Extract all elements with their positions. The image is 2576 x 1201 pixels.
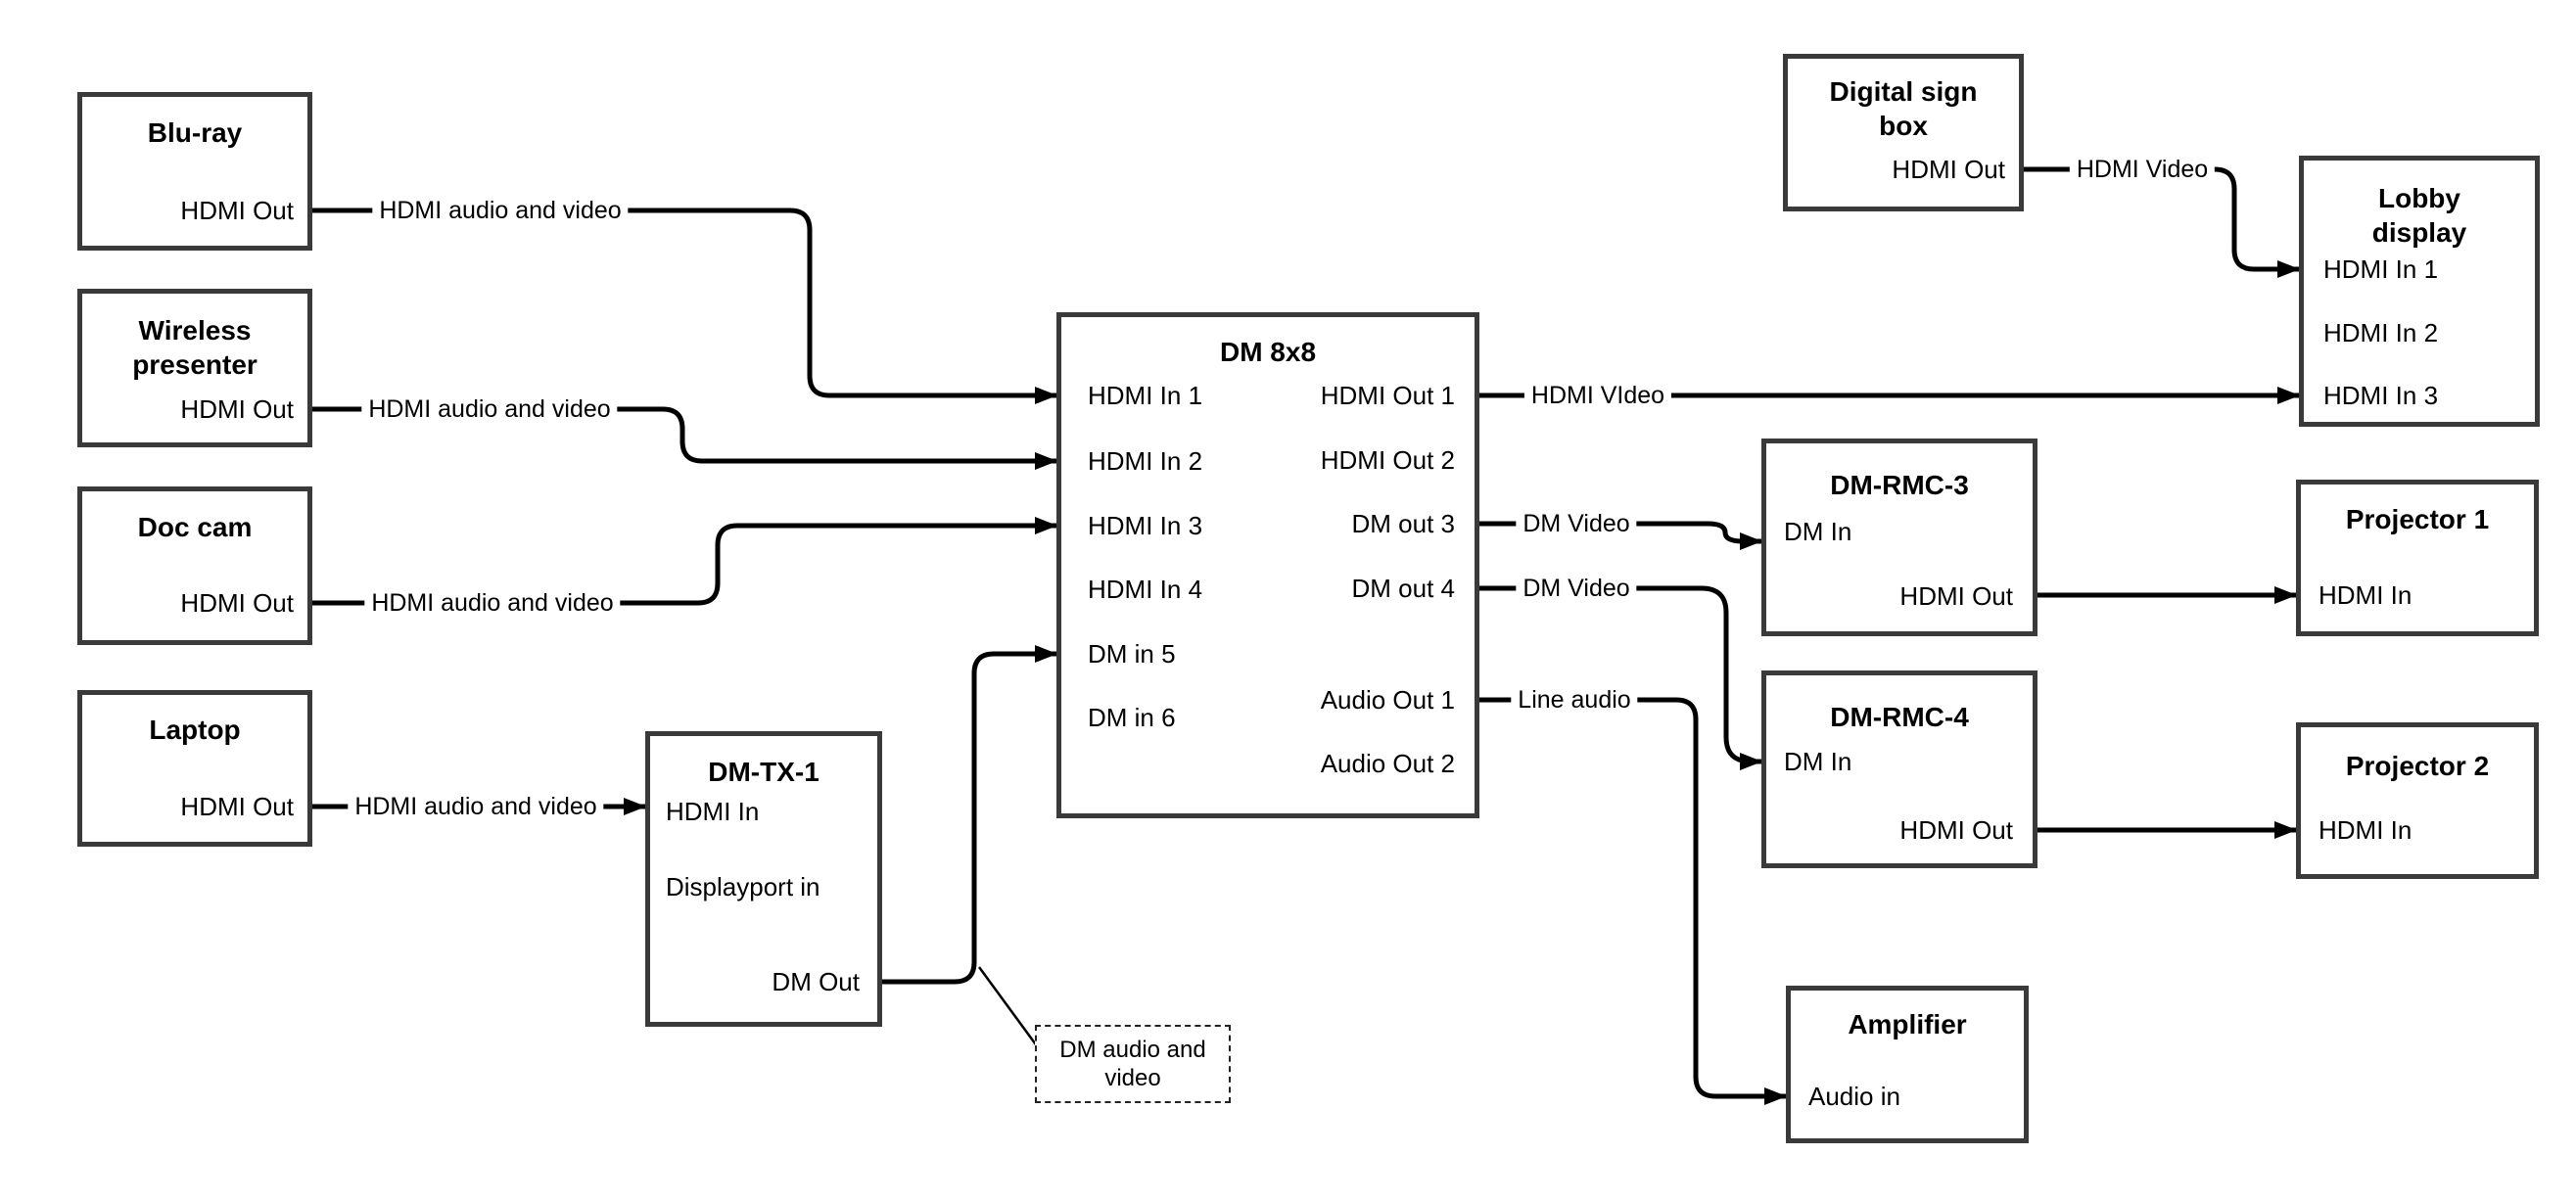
node-title-dm-rmc-4: DM-RMC-4	[1830, 702, 1969, 732]
port-dm-8x8-6: HDMI Out 1	[1320, 381, 1455, 410]
port-dm-8x8-4: DM in 5	[1088, 639, 1176, 669]
node-title-dm-8x8: DM 8x8	[1219, 337, 1317, 367]
connector-wireless-to-hdmi-in-2	[312, 406, 1057, 471]
callout-text: DM audio and video	[1059, 1037, 1206, 1091]
node-title-dm-rmc-3: DM-RMC-3	[1830, 470, 1969, 500]
label-hdmi-out-1-line: HDMI VIdeo	[1523, 381, 1672, 410]
label-wireless-line: HDMI audio and video	[361, 394, 618, 424]
port-digital-sign-box-0: HDMI Out	[1892, 155, 2005, 184]
port-wireless-presenter-0: HDMI Out	[180, 394, 294, 424]
port-dm-8x8-2: HDMI In 3	[1088, 511, 1203, 540]
label-doccam-line: HDMI audio and video	[364, 588, 621, 618]
connector-dm-out-4-to-rmc4	[1479, 585, 1762, 771]
label-digital-sign-line: HDMI Video	[2069, 155, 2216, 184]
port-projector-2-0: HDMI In	[2318, 815, 2412, 845]
port-dm-rmc-3-1: HDMI Out	[1899, 581, 2013, 611]
node-title-bluray: Blu-ray	[147, 117, 243, 148]
port-dm-tx-1-1: Displayport in	[666, 872, 820, 901]
port-dm-8x8-8: DM out 3	[1351, 509, 1456, 538]
node-title-wireless-presenter: Wireless presenter	[132, 315, 258, 380]
node-title-digital-sign-box: Digital sign box	[1829, 76, 1978, 141]
node-title-doc-cam: Doc cam	[137, 512, 253, 542]
node-title-projector-2: Projector 2	[2345, 751, 2490, 781]
port-dm-rmc-4-0: DM In	[1784, 747, 1852, 776]
label-audio-out-1-line: Line audio	[1511, 685, 1638, 715]
connector-callout-leader	[977, 966, 1040, 1048]
port-dm-8x8-1: HDMI In 2	[1088, 446, 1203, 476]
port-lobby-display-0: HDMI In 1	[2323, 254, 2439, 284]
callout-dm-audio-video: DM audio and video	[1035, 1025, 1231, 1103]
node-dm-rmc-3: DM-RMC-3 DM In HDMI Out	[1761, 439, 2037, 636]
connector-bluray-to-hdmi-in-1	[312, 208, 1057, 405]
port-dm-8x8-10: Audio Out 1	[1320, 685, 1455, 715]
node-title-lobby-display: Lobby display	[2371, 183, 2467, 248]
connector-audio-out-1-to-amp	[1479, 697, 1787, 1106]
connector-dmtx1-to-dm-in-5	[882, 645, 1057, 985]
port-projector-1-0: HDMI In	[2318, 580, 2412, 610]
port-dm-8x8-9: DM out 4	[1351, 574, 1456, 603]
label-bluray-line: HDMI audio and video	[372, 196, 629, 225]
port-dm-8x8-7: HDMI Out 2	[1320, 445, 1455, 475]
port-amplifier-0: Audio in	[1808, 1082, 1900, 1111]
node-dm-rmc-4: DM-RMC-4 DM In HDMI Out	[1761, 670, 2037, 868]
node-title-projector-1: Projector 1	[2345, 504, 2490, 534]
connector-doccam-to-hdmi-in-3	[312, 517, 1057, 606]
port-laptop-0: HDMI Out	[180, 792, 294, 821]
port-lobby-display-1: HDMI In 2	[2323, 318, 2439, 347]
connector-digital-sign-to-lobby	[2024, 166, 2300, 279]
port-dm-tx-1-2: DM Out	[772, 967, 860, 996]
port-dm-tx-1-0: HDMI In	[666, 797, 760, 826]
connector-dm-out-3-to-rmc3	[1479, 521, 1762, 551]
port-bluray-0: HDMI Out	[180, 196, 294, 225]
port-dm-rmc-3-0: DM In	[1784, 517, 1852, 546]
port-dm-8x8-5: DM in 6	[1088, 703, 1176, 732]
node-title-dm-tx-1: DM-TX-1	[708, 757, 820, 787]
port-dm-rmc-4-1: HDMI Out	[1899, 815, 2013, 845]
port-lobby-display-2: HDMI In 3	[2323, 381, 2439, 410]
node-projector-2: Projector 2 HDMI In	[2296, 722, 2539, 879]
port-dm-8x8-3: HDMI In 4	[1088, 575, 1203, 604]
port-dm-8x8-11: Audio Out 2	[1320, 749, 1455, 778]
label-dm-out-4-line: DM Video	[1516, 574, 1637, 603]
label-dm-out-3-line: DM Video	[1516, 509, 1637, 538]
port-doc-cam-0: HDMI Out	[180, 588, 294, 618]
label-laptop-line: HDMI audio and video	[348, 792, 604, 821]
node-title-amplifier: Amplifier	[1848, 1009, 1967, 1039]
node-projector-1: Projector 1 HDMI In	[2296, 480, 2539, 636]
node-title-laptop: Laptop	[149, 715, 241, 745]
port-dm-8x8-0: HDMI In 1	[1088, 381, 1203, 410]
